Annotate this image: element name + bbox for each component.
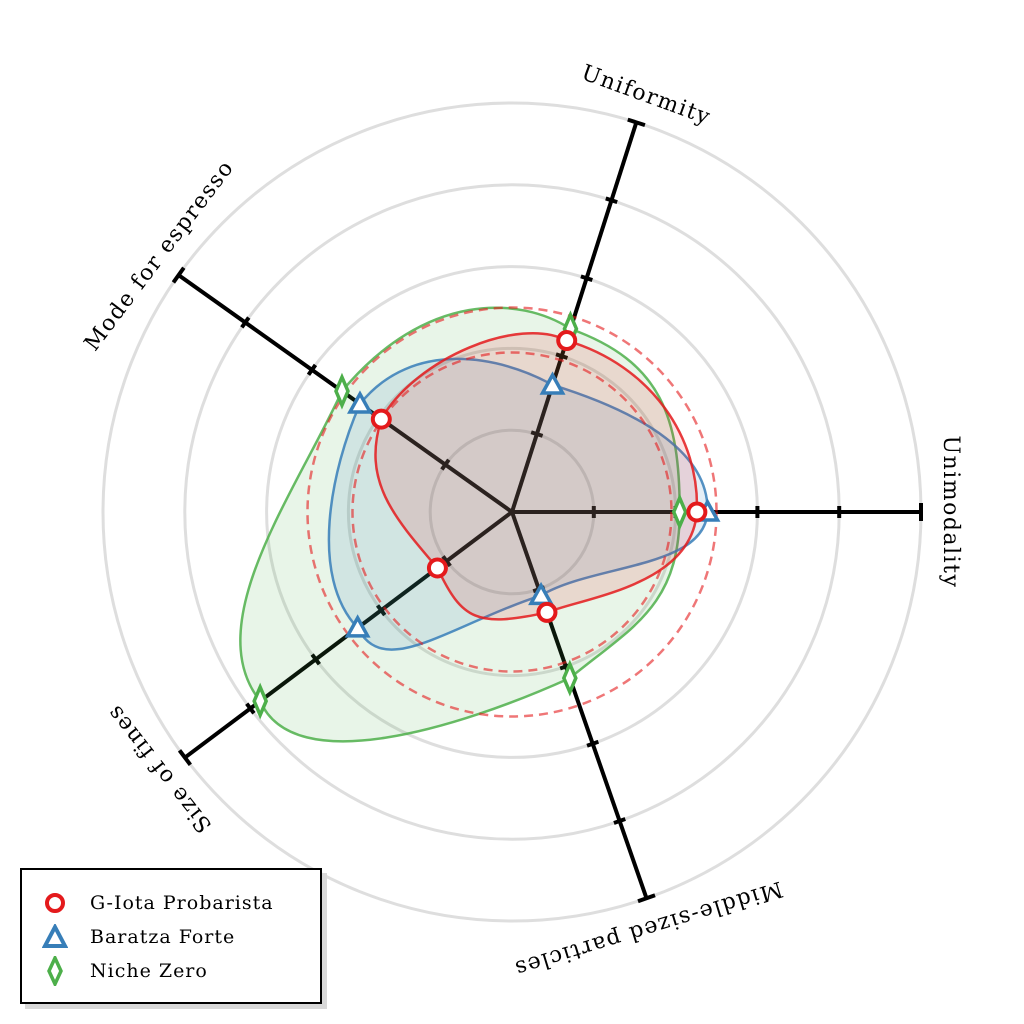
axis-tick <box>613 817 626 825</box>
axis-tick <box>306 363 318 376</box>
legend-item-niche: Niche Zero <box>42 956 208 986</box>
data-point-circle <box>370 408 392 430</box>
axis-tick <box>637 893 656 904</box>
reference-circle <box>306 306 718 718</box>
axis-tick <box>240 316 251 329</box>
axis-tick <box>310 653 321 666</box>
data-point-diamond <box>334 372 350 410</box>
axis-tick <box>440 458 451 471</box>
legend: G-Iota Probarista Baratza Forte Niche Ze… <box>20 868 322 1004</box>
data-point-diamond <box>252 682 269 720</box>
axis-tick <box>171 266 186 284</box>
axis-tick <box>580 274 593 282</box>
data-point-triangle <box>344 614 371 638</box>
axis-tick <box>586 739 600 748</box>
series-area-1 <box>327 357 709 651</box>
circle-marker-icon <box>45 893 65 913</box>
axis-tick <box>627 117 646 128</box>
diamond-marker-icon <box>47 956 63 986</box>
reference-circle <box>351 351 673 673</box>
axis-tick <box>177 749 192 766</box>
legend-label: G-Iota Probarista <box>90 892 274 914</box>
axis-tick <box>530 430 544 438</box>
axis-tick <box>555 352 569 360</box>
axis-label: Middle-sized particles <box>511 876 786 982</box>
axis-tick <box>375 604 387 617</box>
axis-label: Unimodality <box>938 436 963 589</box>
legend-item-g-iota: G-Iota Probarista <box>42 888 274 918</box>
data-point-circle <box>686 501 708 523</box>
data-point-diamond <box>561 659 578 697</box>
axis-line <box>510 511 649 899</box>
legend-item-baratza: Baratza Forte <box>42 922 235 952</box>
axis-tick <box>605 196 618 205</box>
data-point-triangle <box>528 581 555 606</box>
triangle-marker-icon <box>42 924 68 948</box>
legend-label: Niche Zero <box>90 960 208 982</box>
data-point-triangle <box>347 390 373 414</box>
series-area-0 <box>374 331 699 621</box>
data-point-triangle <box>539 371 566 395</box>
axis-tick <box>245 702 256 715</box>
data-point-circle <box>536 601 558 623</box>
axis-label: Uniformity <box>578 61 714 131</box>
axis-label: Mode for espresso <box>80 156 240 356</box>
data-point-diamond <box>671 493 688 531</box>
legend-label: Baratza Forte <box>90 926 236 948</box>
axis-tick <box>441 555 452 568</box>
data-point-circle <box>556 330 578 352</box>
data-point-circle <box>426 557 448 579</box>
